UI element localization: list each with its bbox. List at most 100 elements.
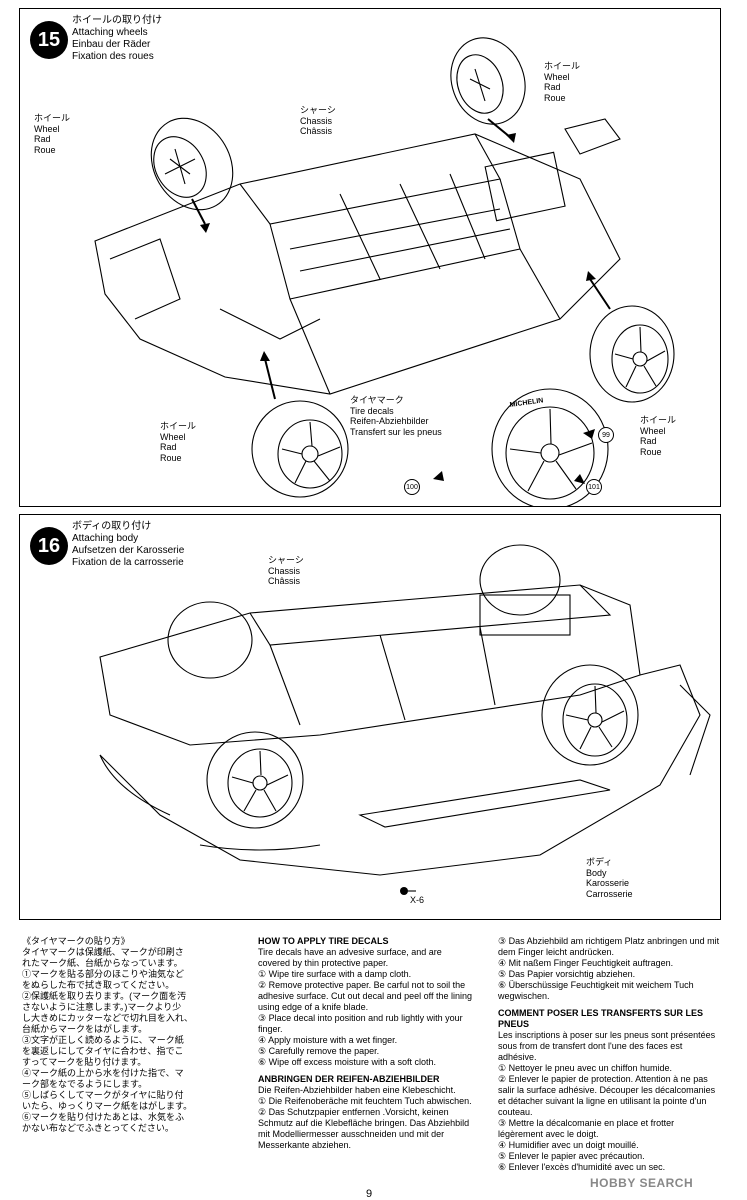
wheel-label-de: Rad bbox=[544, 82, 561, 92]
watermark: HOBBY SEARCH bbox=[590, 1176, 694, 1190]
wheel-label-en: Wheel bbox=[640, 425, 666, 436]
body-label-de: Karosserie bbox=[586, 878, 630, 888]
step-title-de: Aufsetzen der Karosserie bbox=[72, 545, 185, 556]
fr-line: Les inscriptions à poser sur les pneus s… bbox=[498, 1030, 716, 1062]
wheel-label-fr: Roue bbox=[160, 452, 182, 463]
en-line: ① Wipe tire surface with a damp cloth. bbox=[258, 969, 412, 979]
tire-brand-text: MICHELIN bbox=[509, 397, 543, 409]
chassis-label-en: Chassis bbox=[268, 565, 301, 576]
de-line: Die Reifen-Abziehbilder haben eine Klebe… bbox=[258, 1085, 456, 1095]
jp-line: さないように注意します。)マークより少 bbox=[22, 1002, 182, 1012]
wheel-label-front-left: ホイール Wheel Rad Roue bbox=[34, 113, 70, 155]
en-heading: HOW TO APPLY TIRE DECALS bbox=[258, 936, 389, 946]
jp-instructions: 《タイヤマークの貼り方》 タイヤマークは保護紙、マークが印刷さ れたマーク紙、台… bbox=[22, 936, 234, 1134]
part-ref-x6: X-6 bbox=[410, 895, 425, 905]
step-title-jp: ホイールの取り付け bbox=[72, 15, 162, 26]
decal-part-101: 101 bbox=[586, 479, 602, 495]
de-line: ② Das Schutzpapier entfernen .Vorsicht, … bbox=[258, 1107, 470, 1150]
wheel-label-rear-left: ホイール Wheel Rad Roue bbox=[160, 421, 196, 463]
jp-line: ④マーク紙の上から水を付けた指で、マ bbox=[22, 1068, 184, 1078]
chassis-label: シャーシ Chassis Châssis bbox=[268, 555, 304, 587]
body-label-en: Body bbox=[586, 867, 607, 878]
tire-decal-label-fr: Transfert sur les pneus bbox=[350, 426, 442, 437]
step-title: ボディの取り付け Attaching body Aufsetzen der Ka… bbox=[72, 521, 184, 569]
de-line: ④ Mit naßem Finger Feuchtigkeit auftrage… bbox=[498, 958, 674, 968]
step-title-fr: Fixation de la carrosserie bbox=[72, 557, 184, 568]
body-label-jp: ボディ bbox=[586, 857, 613, 867]
jp-line: ーク部をなでるようにします。 bbox=[22, 1079, 148, 1089]
tire-decal-label-de: Reifen-Abziehbilder bbox=[350, 416, 429, 426]
jp-line: し大きめにカッターなどで切れ目を入れ、 bbox=[22, 1013, 193, 1023]
chassis-label: シャーシ Chassis Châssis bbox=[300, 105, 336, 137]
wheel-label-de: Rad bbox=[640, 436, 657, 446]
body-label-fr: Carrosserie bbox=[586, 888, 633, 899]
jp-line: ③文字が正しく読めるように、マーク紙 bbox=[22, 1035, 184, 1045]
jp-line: ⑥マークを貼り付けたあとは、水気をふ bbox=[22, 1112, 185, 1122]
fr-line: ⑥ Enlever l'excès d'humidité avec un sec… bbox=[498, 1162, 666, 1172]
fr-line: ⑤ Enlever le papier avec précaution. bbox=[498, 1151, 645, 1161]
de-line: ⑥ Überschüssige Feuchtigkeit mit weichem… bbox=[498, 980, 694, 1001]
jp-line: ⑤しばらくしてマークがタイヤに貼り付 bbox=[22, 1090, 184, 1100]
tire-decal-label-jp: タイヤマーク bbox=[350, 395, 404, 405]
jp-line: をぬらした布で拭き取ってください。 bbox=[22, 980, 175, 990]
body-label: ボディ Body Karosserie Carrosserie bbox=[586, 857, 633, 899]
jp-line: かない布などでふきとってください。 bbox=[22, 1123, 174, 1133]
fr-line: ④ Humidifier avec un doigt mouillé. bbox=[498, 1140, 639, 1150]
jp-line: れたマーク紙、台紙からなっています。 bbox=[22, 958, 183, 968]
wheel-label-jp: ホイール bbox=[544, 61, 581, 71]
chassis-label-jp: シャーシ bbox=[300, 105, 336, 115]
jp-line: 台紙からマークをはがします。 bbox=[22, 1024, 148, 1034]
en-line: ② Remove protective paper. Be carful not… bbox=[258, 980, 472, 1012]
decal-part-100: 100 bbox=[404, 479, 420, 495]
de-heading: ANBRINGEN DER REIFEN-ABZIEHBILDER bbox=[258, 1074, 440, 1084]
step-15-panel: 15 ホイールの取り付け Attaching wheels Einbau der… bbox=[19, 8, 721, 507]
chassis-label-fr: Châssis bbox=[268, 576, 301, 586]
step-title: ホイールの取り付け Attaching wheels Einbau der Rä… bbox=[72, 15, 162, 63]
step-number-badge: 15 bbox=[30, 21, 68, 59]
wheel-label-fr: Roue bbox=[640, 446, 662, 457]
wheel-label-en: Wheel bbox=[34, 123, 60, 134]
wheel-label-rear-right: ホイール Wheel Rad Roue bbox=[640, 415, 676, 457]
de-fr-instructions: ③ Das Abziehbild am richtigem Platz anbr… bbox=[498, 936, 720, 1173]
tire-decal-label-en: Tire decals bbox=[350, 405, 394, 416]
fr-heading: COMMENT POSER LES TRANSFERTS SUR LES PNE… bbox=[498, 1008, 704, 1029]
fr-line: ③ Mettre la décalcomanie en place et fro… bbox=[498, 1118, 675, 1139]
decal-part-99: 99 bbox=[598, 427, 614, 443]
en-line: ⑥ Wipe off excess moisture with a soft c… bbox=[258, 1057, 436, 1067]
fr-line: ② Enlever le papier de protection. Atten… bbox=[498, 1074, 716, 1117]
wheel-label-en: Wheel bbox=[544, 71, 570, 82]
wheel-label-fr: Roue bbox=[34, 144, 56, 155]
de-line: ① Die Reifenoberäche mit feuchtem Tuch a… bbox=[258, 1096, 472, 1106]
en-de-instructions: HOW TO APPLY TIRE DECALS Tire decals hav… bbox=[258, 936, 474, 1151]
wheel-label-jp: ホイール bbox=[640, 415, 677, 425]
wheel-label-front-right: ホイール Wheel Rad Roue bbox=[544, 61, 580, 103]
jp-line: を裏返しにしてタイヤに合わせ、指でこ bbox=[22, 1046, 184, 1056]
wheel-label-de: Rad bbox=[34, 134, 51, 144]
wheel-label-fr: Roue bbox=[544, 92, 566, 103]
jp-line: タイヤマークは保護紙、マークが印刷さ bbox=[22, 947, 184, 957]
step-title-en: Attaching wheels bbox=[72, 27, 148, 38]
chassis-label-jp: シャーシ bbox=[268, 555, 304, 565]
body-assembly-illustration bbox=[99, 544, 711, 895]
wheel-label-en: Wheel bbox=[160, 431, 186, 442]
en-line: Tire decals have an advesive surface, an… bbox=[258, 947, 442, 968]
tire-decal-label: タイヤマーク Tire decals Reifen-Abziehbilder T… bbox=[350, 395, 442, 437]
chassis-label-en: Chassis bbox=[300, 115, 333, 126]
de-line: ③ Das Abziehbild am richtigem Platz anbr… bbox=[498, 936, 720, 957]
step-title-en: Attaching body bbox=[72, 533, 139, 544]
wheel-label-jp: ホイール bbox=[34, 113, 71, 123]
de-line: ⑤ Das Papier vorsichtig abziehen. bbox=[498, 969, 636, 979]
jp-line: ①マークを貼る部分のほこりや油気など bbox=[22, 969, 185, 979]
jp-line: ②保護紙を取り去ります。(マーク面を汚 bbox=[22, 991, 187, 1001]
step-number-badge: 16 bbox=[30, 527, 68, 565]
step-title-jp: ボディの取り付け bbox=[72, 521, 152, 532]
en-line: ④ Apply moisture with a wet finger. bbox=[258, 1035, 398, 1045]
step-16-panel: 16 ボディの取り付け Attaching body Aufsetzen der… bbox=[19, 514, 721, 920]
en-line: ③ Place decal into position and rub ligh… bbox=[258, 1013, 463, 1034]
chassis-wheels-illustration: MICHELIN bbox=[94, 37, 675, 506]
jp-line: いたら、ゆっくりマーク紙をはがします。 bbox=[22, 1101, 193, 1111]
fr-line: ① Nettoyer le pneu avec un chiffon humid… bbox=[498, 1063, 673, 1073]
en-line: ⑤ Carefully remove the paper. bbox=[258, 1046, 380, 1056]
step-title-de: Einbau der Räder bbox=[72, 39, 151, 50]
jp-heading: 《タイヤマークの貼り方》 bbox=[22, 936, 130, 946]
